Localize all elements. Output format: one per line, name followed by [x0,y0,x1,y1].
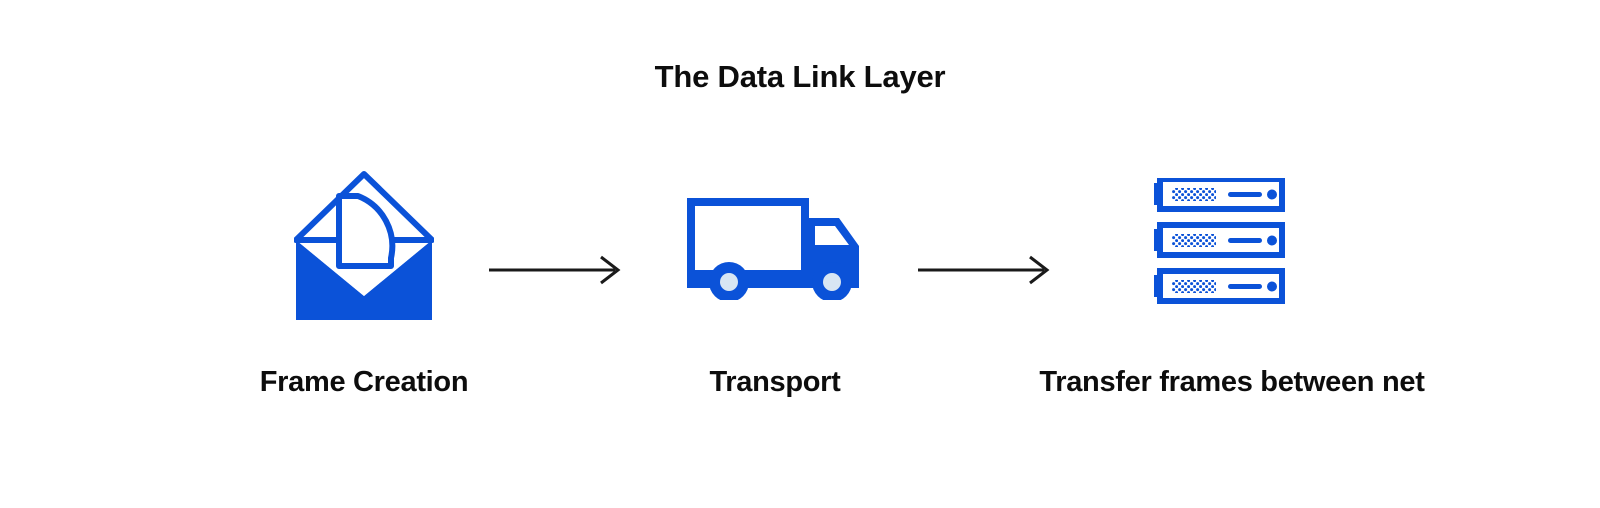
arrow-right-icon [910,250,1050,290]
flow-step-frame-creation [194,160,534,340]
flow-step-transport [655,160,895,340]
step-label-frame-creation: Frame Creation [259,366,469,398]
arrow-right-icon [485,250,625,290]
page-title: The Data Link Layer [654,59,946,94]
step-label-transfer: Transfer frames between net [1039,366,1425,398]
server-stack-icon [1142,160,1306,330]
flow-step-transfer [1142,160,1306,340]
step-label-transport: Transport [709,366,841,398]
open-envelope-icon [194,160,534,330]
delivery-truck-icon [655,160,895,330]
